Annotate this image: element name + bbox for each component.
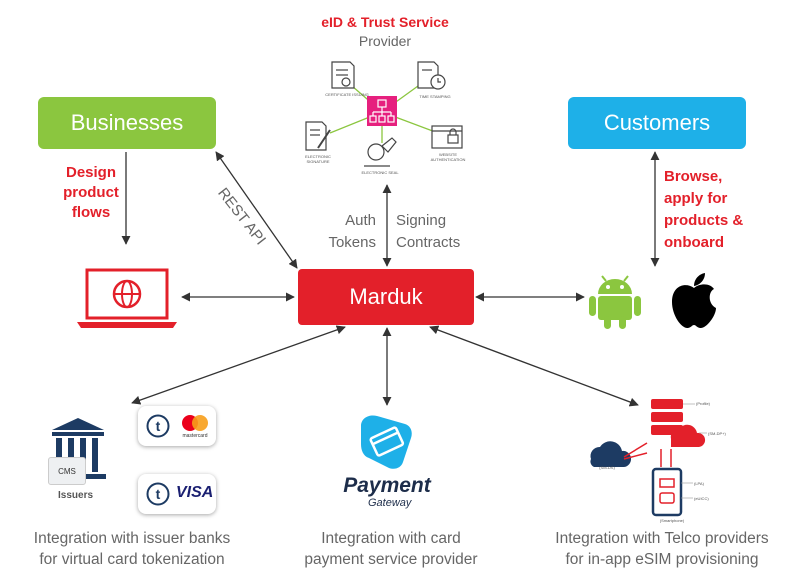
timestamp-label: TIME STAMPING — [419, 94, 451, 99]
arrow-marduk-telco — [429, 325, 639, 407]
token-t-icon: t — [146, 414, 170, 438]
website-lock-icon — [431, 125, 463, 149]
svg-text:t: t — [156, 418, 161, 434]
signature-label: ELECTRONIC SIGNATURE — [305, 154, 331, 164]
signing-contracts-label: Signing Contracts — [396, 212, 461, 251]
payment-sub: Gateway — [368, 497, 412, 509]
mastercard-text: mastercard — [182, 433, 208, 439]
issuer-caption-line1: Integration with issuer banks — [33, 530, 231, 547]
telco-caption-line1: Integration with Telco providers — [555, 530, 769, 547]
web-laptop-icon — [77, 268, 177, 328]
token-visa-card: t VISA — [138, 474, 216, 514]
payment-caption: Integration with card payment service pr… — [276, 528, 506, 570]
eid-title: eID & Trust Service — [321, 14, 449, 30]
customers-box[interactable]: Customers — [568, 97, 746, 149]
businesses-note: Design product flows — [63, 164, 119, 221]
cms-badge: CMS — [48, 457, 86, 485]
businesses-box[interactable]: Businesses — [38, 97, 216, 149]
payment-shield-icon — [361, 415, 412, 469]
lpa-label: (LPA) — [694, 481, 704, 486]
svg-text:t: t — [156, 486, 161, 502]
hierarchy-icon — [367, 96, 397, 126]
issuer-caption-line2: for virtual card tokenization — [39, 551, 225, 568]
visa-logo: VISA — [176, 484, 214, 501]
eid-subtitle: Provider — [358, 33, 412, 49]
seal-label: ELECTRONIC SEAL — [361, 170, 399, 175]
issuer-caption: Integration with issuer banks for virtua… — [0, 528, 264, 570]
marduk-core-box[interactable]: Marduk — [298, 269, 474, 325]
android-icon — [589, 275, 641, 329]
issuers-label: Issuers — [58, 490, 94, 501]
telco-caption-line2: for in-app eSIM provisioning — [565, 551, 759, 568]
seal-icon — [364, 137, 397, 167]
arrow-marduk-issuers — [131, 325, 346, 405]
website-label: WEBSITE AUTHENTICATION — [430, 152, 466, 162]
euicc-label: (eUICC) — [694, 496, 709, 501]
timestamp-icon — [417, 61, 446, 90]
smds-label: (SM-DS) — [599, 465, 615, 470]
smartphone-label: (Smartphone) — [659, 518, 685, 523]
apple-icon — [672, 273, 716, 329]
payment-name: Payment — [343, 474, 431, 497]
certificate-icon — [331, 61, 355, 89]
token-mastercard-card: t mastercard — [138, 406, 216, 446]
telco-caption: Integration with Telco providers for in-… — [526, 528, 798, 570]
telco-esim-graphic — [590, 399, 707, 517]
mastercard-logo-icon — [182, 415, 208, 431]
certificate-label: CERTIFICATE ISSUING — [325, 92, 369, 97]
profile-label: (Profile) — [696, 401, 711, 406]
signature-icon — [305, 121, 331, 151]
payment-caption-line1: Integration with card — [321, 530, 461, 547]
smdp-label: (SM-DP+) — [708, 431, 726, 436]
payment-caption-line2: payment service provider — [304, 551, 478, 568]
customers-note: Browse, apply for products & onboard — [664, 168, 744, 251]
token-t-icon-2: t — [146, 482, 170, 506]
auth-tokens-label: Auth Tokens — [328, 212, 376, 251]
arrow-rest-api — [215, 151, 298, 269]
